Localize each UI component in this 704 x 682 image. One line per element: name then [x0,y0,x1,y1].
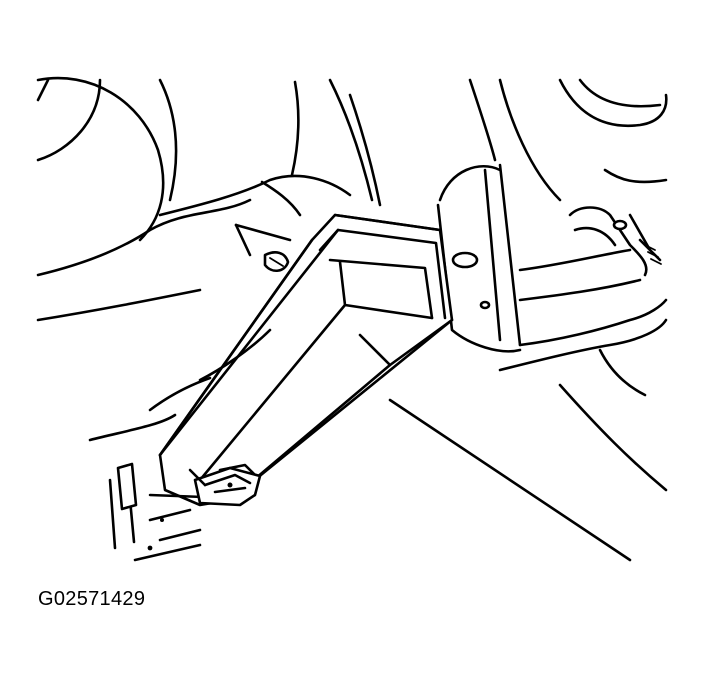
engine-component [468,78,668,202]
wheel-well-edge [36,288,212,412]
right-frame-rail [498,298,668,492]
figure-code: G02571429 [38,588,146,610]
bracket-bolt [263,251,290,272]
wheel-outline [36,76,252,277]
body-panel [158,78,382,257]
crossmember-mount [436,163,642,353]
clip-fastener [188,466,262,507]
lower-rail [108,462,257,562]
floor-lines [88,328,632,562]
support-beam [158,213,454,507]
right-clamp [568,206,662,277]
